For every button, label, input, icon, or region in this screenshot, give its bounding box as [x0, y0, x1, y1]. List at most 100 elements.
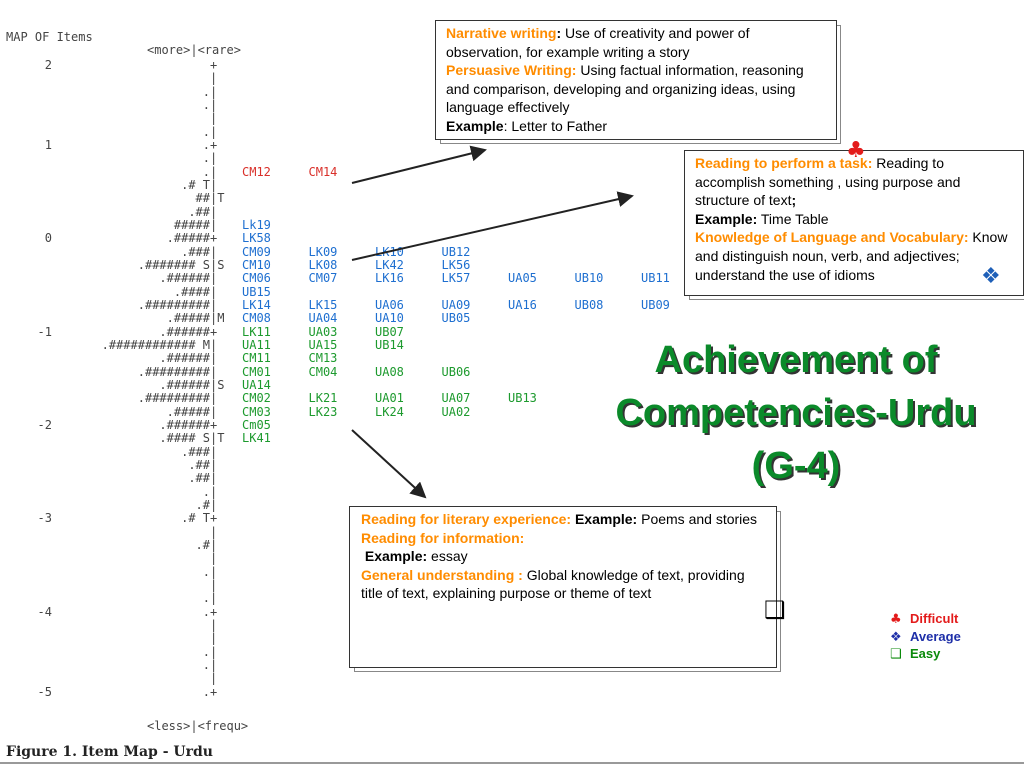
- map-axis-mark: |: [210, 617, 218, 632]
- item-code: UA06: [375, 297, 404, 312]
- person-distribution: #####: [173, 217, 210, 232]
- item-code: UB05: [441, 311, 471, 326]
- item-code: UA08: [375, 364, 404, 379]
- map-axis-mark: |: [210, 551, 218, 566]
- person-distribution: .# T: [181, 177, 210, 192]
- language-vocabulary-text: Know and distinguish noun, verb, and adj…: [695, 229, 1008, 283]
- person-distribution: .: [202, 164, 210, 179]
- semicolon-mark: ;: [791, 192, 797, 209]
- item-code: LK58: [242, 231, 271, 246]
- map-row: .####|UB15: [0, 285, 700, 299]
- scale-value: 2: [44, 58, 52, 72]
- map-axis-mark: |: [210, 164, 218, 179]
- average-competencies-box: Reading to perform a task: Reading to ac…: [684, 150, 1024, 300]
- map-axis-mark: +: [210, 604, 218, 619]
- example-text: : Letter to Father: [503, 117, 608, 134]
- map-row: .#|: [0, 538, 700, 552]
- person-distribution: .: [202, 564, 210, 579]
- map-row: 1.+: [0, 138, 700, 152]
- legend-label: Average: [910, 628, 961, 644]
- person-distribution: .######: [159, 377, 210, 392]
- item-code: CM11: [242, 351, 271, 366]
- person-distribution: .#########: [137, 297, 210, 312]
- item-code: UA05: [508, 271, 537, 286]
- map-axis-mark: |T: [210, 191, 225, 206]
- map-row: |: [0, 618, 700, 632]
- map-axis-mark: +: [210, 684, 218, 699]
- map-axis-mark: |: [210, 217, 218, 232]
- item-code: UA03: [308, 324, 338, 339]
- scale-value: -2: [37, 417, 52, 432]
- person-distribution: .# T: [181, 511, 210, 526]
- map-axis-mark: |: [210, 484, 218, 499]
- item-code: LK15: [308, 297, 338, 312]
- scale-value: -4: [37, 604, 52, 619]
- map-row: .|: [0, 151, 700, 165]
- person-distribution: .##: [188, 471, 210, 486]
- map-axis-mark: |: [210, 244, 218, 259]
- scale-value: 1: [44, 137, 52, 152]
- map-axis-mark: |: [210, 671, 218, 686]
- difficult-competencies-box: Narrative writing: Use of creativity and…: [435, 20, 841, 144]
- item-code: Lk19: [242, 217, 271, 232]
- example-label: Example:: [364, 548, 428, 565]
- map-row: .# T|: [0, 178, 700, 192]
- narrative-writing-text: Use of creativity and power of observati…: [446, 25, 750, 60]
- item-code: CM02: [242, 391, 271, 406]
- map-axis-mark: |: [210, 111, 218, 126]
- map-axis-mark: |T: [210, 431, 225, 446]
- map-axis-mark: |: [210, 297, 218, 312]
- item-code: LK10: [375, 244, 404, 259]
- title-line-1: Achievement of: [654, 339, 938, 381]
- item-code: UA01: [375, 391, 404, 406]
- map-row: -5.+: [0, 685, 700, 699]
- item-code: UB08: [574, 297, 604, 312]
- map-row: .|: [0, 591, 700, 605]
- map-axis-mark: |: [210, 537, 218, 552]
- figure-caption: Figure 1. Item Map - Urdu: [6, 744, 213, 760]
- club-icon: ♣: [890, 612, 902, 627]
- title-line-2: Competencies-Urdu: [615, 392, 977, 434]
- map-row: 2+: [0, 58, 700, 72]
- person-distribution: .: [202, 644, 210, 659]
- map-row: .|: [0, 645, 700, 659]
- person-distribution: .####: [173, 284, 210, 299]
- map-row: .##|: [0, 471, 700, 485]
- person-distribution: .###: [181, 244, 210, 259]
- person-distribution: .######: [159, 271, 210, 286]
- map-row: .|: [0, 85, 700, 99]
- map-row: .|: [0, 98, 700, 112]
- reading-for-information-heading: Reading for information:: [361, 529, 525, 546]
- item-code: UA14: [242, 377, 271, 392]
- person-distribution: .: [202, 591, 210, 606]
- map-axis-mark: |: [210, 444, 218, 459]
- literary-experience-heading: Reading for literary experience:: [361, 511, 572, 527]
- legend-item: ♣Difficult: [890, 611, 961, 629]
- map-axis-mark: |: [210, 631, 218, 646]
- map-axis-mark: +: [210, 417, 218, 432]
- person-distribution: .##: [188, 204, 210, 219]
- person-distribution: .####### S: [137, 257, 210, 272]
- map-axis-mark: |: [210, 337, 218, 352]
- item-code: CM06: [242, 271, 271, 286]
- map-axis-mark: |: [210, 124, 218, 139]
- person-distribution: .############ M: [101, 337, 210, 352]
- reading-to-perform-heading: Reading to perform a task:: [695, 155, 873, 171]
- map-footer: <less>|<frequ>: [147, 719, 249, 733]
- map-axis-mark: |: [210, 471, 218, 486]
- map-row: #####| Lk19: [0, 218, 700, 232]
- map-row: .|: [0, 658, 700, 672]
- reading-to-perform-text: Reading to accomplish something , using …: [695, 155, 961, 209]
- map-row: 0.#####+LK58: [0, 231, 700, 245]
- item-code: LK16: [375, 271, 404, 286]
- legend-label: Easy: [910, 646, 941, 661]
- item-code: UA04: [308, 311, 338, 326]
- map-axis-mark: |: [210, 457, 218, 472]
- item-code: LK23: [308, 404, 338, 419]
